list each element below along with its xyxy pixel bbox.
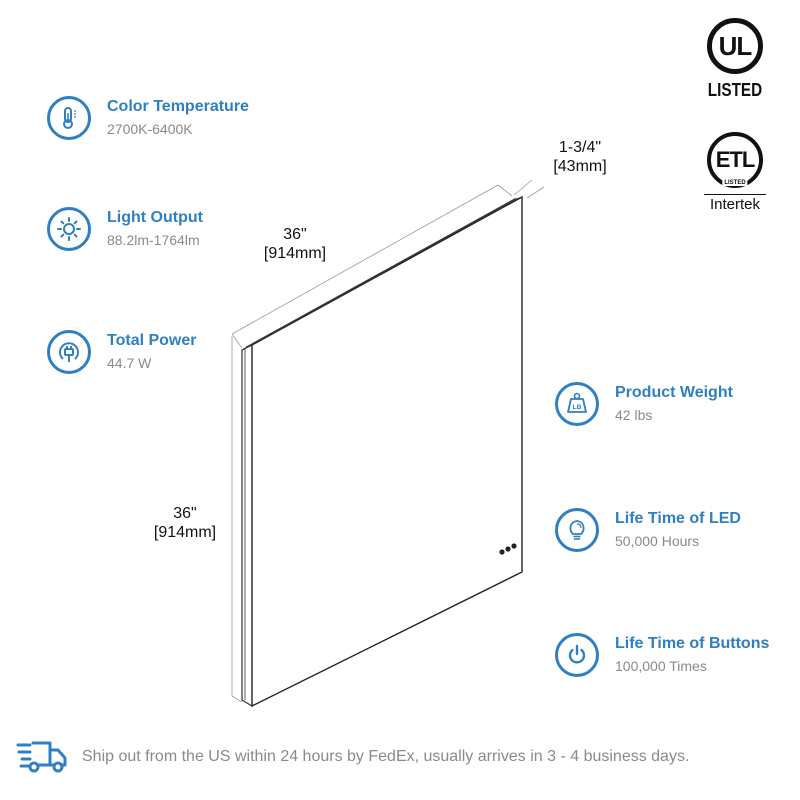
ul-label: LISTED	[707, 80, 763, 100]
etl-ring-label: LISTED	[722, 180, 748, 186]
feature-led-lifetime: Life Time of LED 50,000 Hours	[555, 508, 741, 552]
feature-color-temperature: Color Temperature 2700K-6400K	[47, 96, 249, 140]
width-dimension: 36" [914mm]	[250, 225, 340, 263]
power-plug-icon	[47, 330, 91, 374]
etl-letters: ETL	[715, 147, 756, 172]
feature-light-output: Light Output 88.2lm-1764lm	[47, 207, 203, 251]
feature-value: 2700K-6400K	[107, 121, 193, 137]
touch-buttons	[499, 543, 517, 555]
feature-title: Product Weight	[615, 384, 733, 401]
weight-icon: LB	[555, 382, 599, 426]
feature-value: 88.2lm-1764lm	[107, 232, 200, 248]
feature-title: Life Time of Buttons	[615, 635, 770, 652]
svg-text:LB: LB	[573, 404, 582, 411]
feature-value: 100,000 Times	[615, 658, 707, 674]
thermometer-icon	[47, 96, 91, 140]
depth-mm: [43mm]	[553, 158, 607, 175]
power-button-icon	[555, 633, 599, 677]
delivery-truck-icon	[16, 740, 68, 774]
width-mm: [914mm]	[263, 245, 327, 262]
feature-title: Color Temperature	[107, 98, 249, 115]
etl-company: Intertek	[709, 196, 761, 213]
etl-divider	[704, 194, 766, 195]
feature-title: Life Time of LED	[615, 510, 741, 527]
ul-letters: UL	[718, 30, 753, 61]
shipping-notice: Ship out from the US within 24 hours by …	[16, 740, 689, 774]
feature-value: 50,000 Hours	[615, 533, 700, 549]
feature-product-weight: LB Product Weight 42 lbs	[555, 382, 733, 426]
etl-circle: ETL LISTED	[707, 132, 763, 188]
ul-listed-logo: UL LISTED	[700, 18, 770, 101]
height-inches: 36"	[173, 505, 197, 522]
feature-button-lifetime: Life Time of Buttons 100,000 Times	[555, 633, 769, 677]
feature-title: Total Power	[107, 332, 197, 349]
width-inches: 36"	[283, 226, 307, 243]
depth-dimension: 1-3/4" [43mm]	[540, 138, 620, 176]
lightbulb-icon	[555, 508, 599, 552]
etl-listed-logo: ETL LISTED Intertek	[700, 132, 770, 213]
height-dimension: 36" [914mm]	[140, 504, 230, 542]
sun-icon	[47, 207, 91, 251]
feature-total-power: Total Power 44.7 W	[47, 330, 197, 374]
feature-title: Light Output	[107, 209, 203, 226]
shipping-text: Ship out from the US within 24 hours by …	[82, 748, 690, 765]
height-mm: [914mm]	[153, 524, 217, 541]
feature-value: 42 lbs	[615, 407, 653, 423]
ul-circle: UL	[707, 18, 763, 74]
depth-inches: 1-3/4"	[558, 139, 602, 156]
dimension-lines	[231, 179, 545, 703]
feature-value: 44.7 W	[107, 355, 152, 371]
